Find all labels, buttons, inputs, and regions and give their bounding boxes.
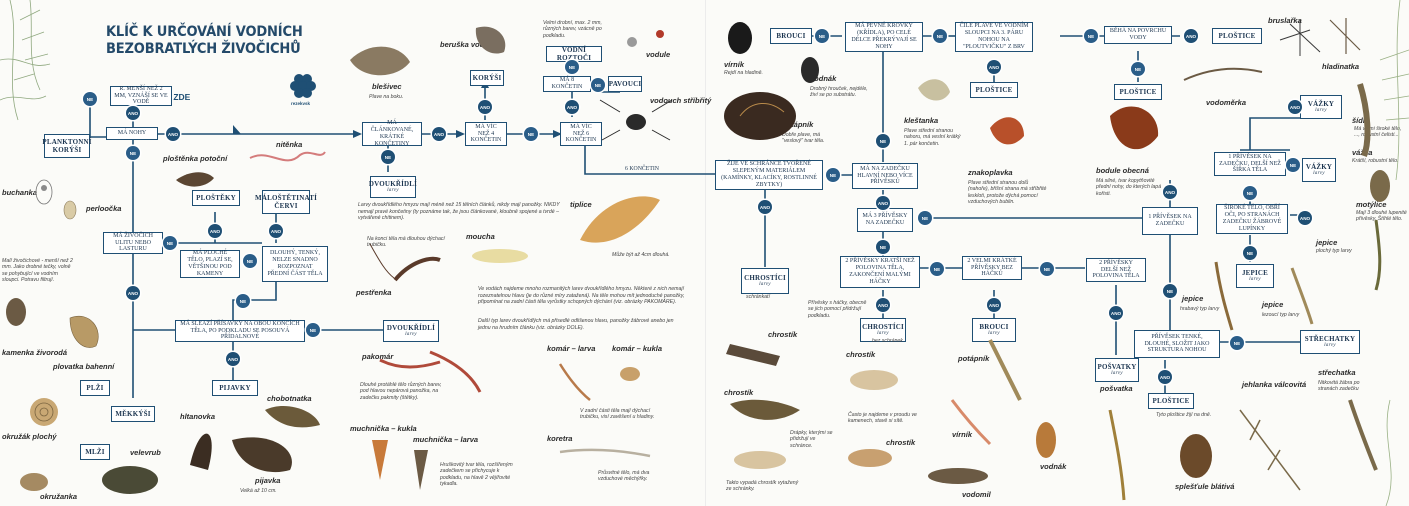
okruzanka-icon [20, 473, 48, 491]
kiestanka-icon [918, 79, 950, 100]
vodouch-icon [600, 100, 672, 140]
vrinik-icon [728, 22, 752, 54]
vrinik-larva-icon [952, 400, 990, 444]
jehlanka-icon [1240, 410, 1300, 490]
jepice-icon [1216, 262, 1312, 330]
chobotnatka-icon [265, 406, 320, 427]
vodnak-larva-icon [1036, 422, 1056, 458]
vazka-icon [1370, 170, 1390, 202]
chrostik-larva-2-icon [848, 370, 898, 467]
posvatka-icon [1110, 410, 1124, 500]
tiplice-icon [580, 196, 660, 242]
plant-right-icon [1380, 0, 1409, 506]
velevrub-icon [102, 466, 158, 494]
bodule-icon [1110, 107, 1158, 150]
vodomerka-icon [1184, 69, 1262, 80]
buchanka-icon [36, 180, 52, 204]
komar-icon [560, 364, 640, 400]
nitenka-icon [250, 152, 325, 160]
vodule-icon [627, 30, 664, 47]
strechatka-icon [1350, 400, 1376, 470]
pijavka-icon [232, 437, 292, 472]
brusarka-icon [1280, 20, 1320, 56]
beruska-icon [476, 27, 505, 54]
znakoplavka-icon [990, 117, 1024, 144]
kamnik-icon [6, 298, 26, 326]
plostenka-icon [176, 172, 214, 186]
moucha-icon [472, 249, 528, 263]
plant-left-icon [0, 0, 50, 120]
perloocka-icon [64, 201, 76, 219]
vodomil-icon [928, 468, 988, 484]
biesivec-icon [350, 47, 410, 76]
chrostik-case-2-icon [730, 400, 800, 420]
muchnicka-icon [372, 440, 428, 490]
sidlo-icon [1360, 84, 1367, 156]
chrostik-larva-icon [734, 451, 786, 469]
hladinatka-icon [1330, 18, 1360, 54]
pestrenka-icon [370, 244, 440, 280]
hitanovka-icon [190, 434, 212, 470]
okruzak-icon [30, 398, 58, 426]
vodnak-icon [801, 57, 819, 83]
plovatka-icon [70, 316, 98, 347]
motylice-icon [1376, 220, 1380, 290]
koretra-icon [560, 450, 650, 456]
potapnik-icon [724, 92, 796, 140]
pakomar-icon [380, 352, 480, 392]
potapnik-larva-icon [990, 340, 1020, 400]
splestule-icon [1180, 434, 1212, 478]
chrostik-case-icon [726, 344, 780, 366]
